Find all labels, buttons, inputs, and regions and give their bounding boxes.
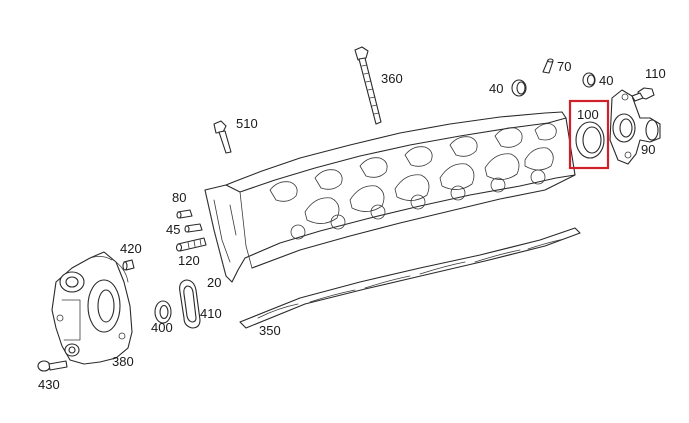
label-400: 400 — [151, 320, 173, 335]
label-100: 100 — [577, 107, 599, 122]
label-380: 380 — [112, 354, 134, 369]
label-90: 90 — [641, 142, 655, 157]
label-45: 45 — [166, 222, 180, 237]
bolt-430 — [37, 360, 68, 372]
head-gasket — [239, 227, 581, 329]
bolt-510 — [213, 120, 232, 154]
sleeve-70 — [542, 58, 554, 74]
label-120: 120 — [178, 253, 200, 268]
gasket-410 — [179, 279, 201, 329]
label-80: 80 — [172, 190, 186, 205]
label-510: 510 — [236, 116, 258, 131]
label-40-right: 40 — [599, 73, 613, 88]
seal-ring-400 — [154, 300, 172, 324]
stud-120 — [175, 237, 207, 252]
label-350: 350 — [259, 323, 281, 338]
stud-45 — [184, 223, 203, 233]
label-110: 110 — [645, 66, 666, 81]
sleeve-420 — [122, 259, 135, 271]
label-360: 360 — [381, 71, 403, 86]
label-430: 430 — [38, 377, 60, 392]
cylinder-head — [204, 111, 576, 283]
bolt-110 — [631, 87, 655, 102]
label-40-left: 40 — [489, 81, 503, 96]
plug-40-right — [582, 72, 596, 88]
label-20: 20 — [207, 275, 221, 290]
label-70: 70 — [557, 59, 571, 74]
seal-ring-100 — [575, 121, 605, 159]
plug-40-left — [511, 79, 527, 97]
cover-flange-90 — [609, 89, 661, 165]
dowel-80 — [176, 209, 193, 219]
bolt-360 — [354, 46, 382, 125]
label-410: 410 — [200, 306, 222, 321]
housing-380 — [51, 251, 133, 365]
label-420: 420 — [120, 241, 142, 256]
highlight-box — [568, 99, 610, 170]
